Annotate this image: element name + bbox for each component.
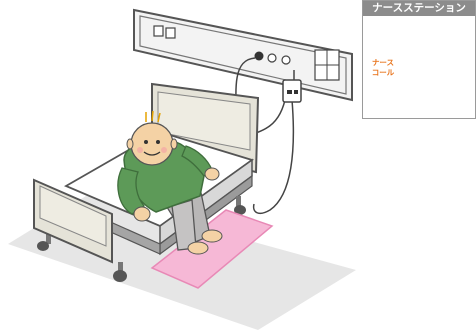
nurse-call-line-1: ナース [369, 58, 397, 68]
nurse-call-line-2: コール [369, 68, 397, 78]
sensor-box-icon [283, 80, 301, 102]
nurse-station-title: ナースステーション [363, 1, 475, 16]
nurse-station-panel: ナースステーション ナース コール [362, 0, 476, 119]
nurse-call-label: ナース コール [369, 58, 397, 78]
cable [254, 100, 294, 213]
